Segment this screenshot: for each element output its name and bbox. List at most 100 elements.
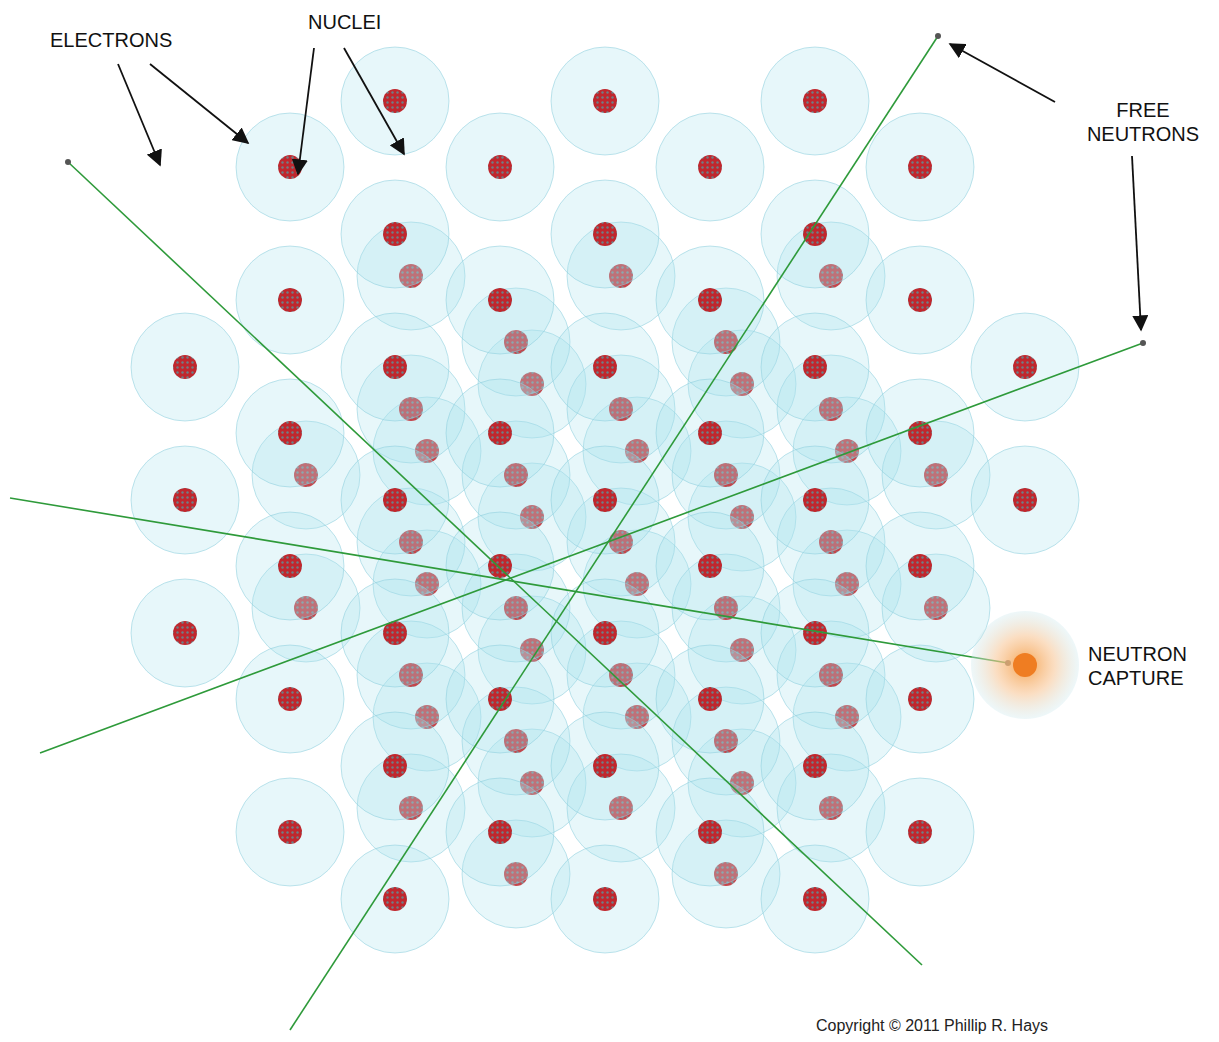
- nucleus: [803, 355, 827, 379]
- electron-cloud: [446, 645, 554, 753]
- nucleus: [698, 288, 722, 312]
- nucleus: [488, 155, 512, 179]
- electron-cloud: [866, 113, 974, 221]
- nucleus: [383, 89, 407, 113]
- electron-cloud: [341, 180, 449, 288]
- electron-cloud: [236, 512, 344, 620]
- electron-cloud: [866, 246, 974, 354]
- nucleus: [803, 488, 827, 512]
- electron-cloud: [656, 113, 764, 221]
- electron-cloud: [971, 313, 1079, 421]
- electron-cloud: [656, 246, 764, 354]
- electron-cloud: [866, 379, 974, 487]
- electron-cloud: [551, 180, 659, 288]
- nucleus: [488, 421, 512, 445]
- electron-cloud: [656, 512, 764, 620]
- copyright-note: Copyright © 2011 Phillip R. Hays: [816, 1016, 1116, 1036]
- nucleus: [593, 754, 617, 778]
- nucleus: [383, 488, 407, 512]
- electron-cloud: [656, 379, 764, 487]
- electron-cloud: [761, 313, 869, 421]
- nucleus: [488, 820, 512, 844]
- nucleus: [278, 421, 302, 445]
- nucleus: [488, 288, 512, 312]
- nucleus: [278, 288, 302, 312]
- callout-label: NEUTRON CAPTURE: [1088, 642, 1213, 690]
- electron-cloud: [446, 778, 554, 886]
- electron-cloud: [551, 446, 659, 554]
- neutron-paths: [10, 36, 1143, 1030]
- nucleus: [908, 820, 932, 844]
- electron-cloud: [656, 778, 764, 886]
- lattice-layer: [131, 47, 1079, 953]
- nucleus: [383, 754, 407, 778]
- nucleus: [173, 488, 197, 512]
- electron-cloud: [656, 645, 764, 753]
- nucleus: [278, 554, 302, 578]
- electron-cloud: [761, 579, 869, 687]
- electron-cloud: [236, 645, 344, 753]
- nucleus: [698, 155, 722, 179]
- electron-cloud: [131, 446, 239, 554]
- nucleus: [698, 820, 722, 844]
- nucleus: [593, 887, 617, 911]
- electron-cloud: [551, 712, 659, 820]
- nucleus: [803, 89, 827, 113]
- nucleus: [173, 355, 197, 379]
- nucleus: [803, 754, 827, 778]
- electron-cloud: [341, 579, 449, 687]
- nucleus: [593, 89, 617, 113]
- electron-cloud: [446, 113, 554, 221]
- electron-cloud: [131, 579, 239, 687]
- electron-cloud: [866, 778, 974, 886]
- leader-arrows: [118, 44, 1141, 330]
- electron-cloud: [551, 313, 659, 421]
- nucleus: [383, 355, 407, 379]
- nucleus: [593, 355, 617, 379]
- lattice-layer: [252, 222, 990, 928]
- nucleus: [908, 687, 932, 711]
- electron-cloud: [341, 712, 449, 820]
- nucleus: [593, 222, 617, 246]
- nucleus: [908, 288, 932, 312]
- nucleus: [278, 820, 302, 844]
- electron-cloud: [761, 712, 869, 820]
- nucleus: [1013, 355, 1037, 379]
- free-neutrons: [65, 33, 1146, 666]
- nucleus: [383, 887, 407, 911]
- electron-cloud: [551, 47, 659, 155]
- electron-cloud: [446, 246, 554, 354]
- callout-label: NUCLEI: [308, 10, 398, 34]
- nucleus: [278, 687, 302, 711]
- electron-cloud: [341, 845, 449, 953]
- nucleus: [698, 554, 722, 578]
- nucleus: [1013, 488, 1037, 512]
- electron-cloud: [131, 313, 239, 421]
- nucleus: [593, 488, 617, 512]
- nucleus: [803, 887, 827, 911]
- nucleus: [698, 421, 722, 445]
- nucleus: [908, 554, 932, 578]
- electron-cloud: [866, 645, 974, 753]
- electron-cloud: [761, 180, 869, 288]
- electron-cloud: [236, 113, 344, 221]
- atom-lattice: [131, 47, 1079, 953]
- electron-cloud: [236, 778, 344, 886]
- electron-cloud: [341, 446, 449, 554]
- nucleus: [383, 222, 407, 246]
- electron-cloud: [446, 379, 554, 487]
- electron-cloud: [341, 313, 449, 421]
- electron-cloud: [236, 379, 344, 487]
- electron-cloud: [971, 446, 1079, 554]
- callout-label: ELECTRONS: [50, 28, 230, 52]
- electron-cloud: [551, 845, 659, 953]
- callout-label: FREE NEUTRONS: [1078, 98, 1208, 146]
- electron-cloud: [761, 446, 869, 554]
- electron-cloud: [236, 246, 344, 354]
- electron-cloud: [761, 47, 869, 155]
- electron-cloud: [866, 512, 974, 620]
- nucleus: [908, 421, 932, 445]
- nucleus: [173, 621, 197, 645]
- nucleus: [908, 155, 932, 179]
